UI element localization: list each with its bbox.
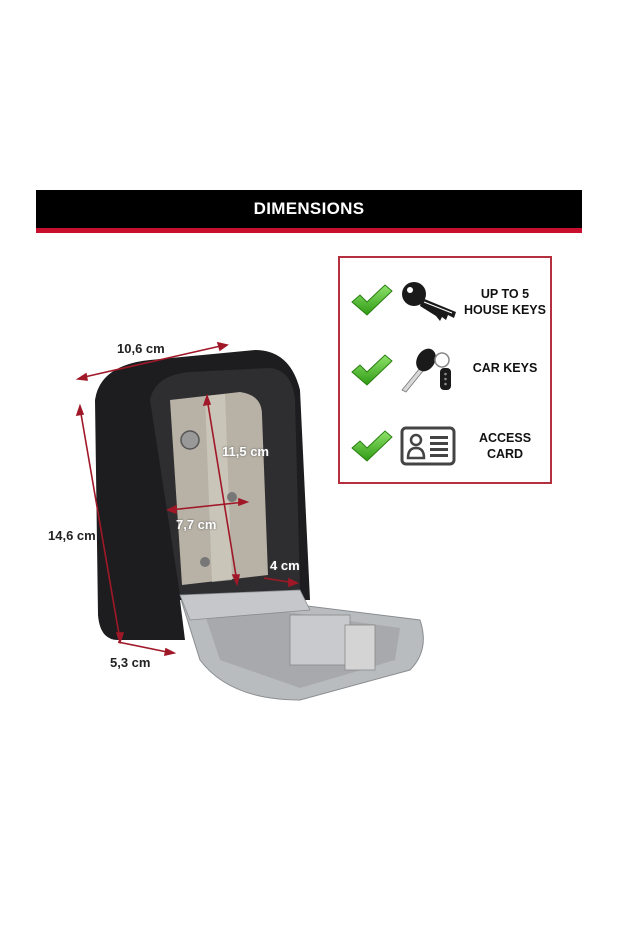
house-key-icon bbox=[402, 282, 456, 321]
dimension-height: 14,6 cm bbox=[48, 528, 96, 543]
dimensions-banner: DIMENSIONS bbox=[36, 190, 582, 233]
checkmark-icon bbox=[351, 354, 393, 386]
compatibility-panel: UP TO 5 HOUSE KEYS CAR KEYS bbox=[338, 256, 552, 484]
dimension-depth: 5,3 cm bbox=[110, 655, 151, 670]
feature-label-line1: CAR KEYS bbox=[472, 361, 538, 375]
dimension-width: 10,6 cm bbox=[117, 341, 165, 356]
dimension-inner-height: 11,5 cm bbox=[222, 444, 269, 459]
dimension-inner-width: 7,7 cm bbox=[176, 517, 217, 532]
access-card-icon bbox=[400, 426, 456, 466]
dimension-inner-depth: 4 cm bbox=[270, 558, 300, 573]
banner-title: DIMENSIONS bbox=[253, 199, 365, 218]
checkmark-icon bbox=[351, 430, 393, 462]
feature-label-line1: UP TO 5 bbox=[480, 287, 530, 301]
car-key-icon bbox=[401, 348, 451, 393]
feature-label-line2: HOUSE KEYS bbox=[464, 303, 546, 317]
feature-car-keys: CAR KEYS bbox=[340, 340, 550, 400]
feature-label-line2: CARD bbox=[486, 447, 524, 461]
key-lock-box-image bbox=[75, 341, 424, 701]
feature-house-keys: UP TO 5 HOUSE KEYS bbox=[340, 270, 550, 330]
checkmark-icon bbox=[351, 284, 393, 316]
feature-access-card: ACCESS CARD bbox=[340, 416, 550, 476]
feature-label-line1: ACCESS bbox=[478, 431, 532, 445]
